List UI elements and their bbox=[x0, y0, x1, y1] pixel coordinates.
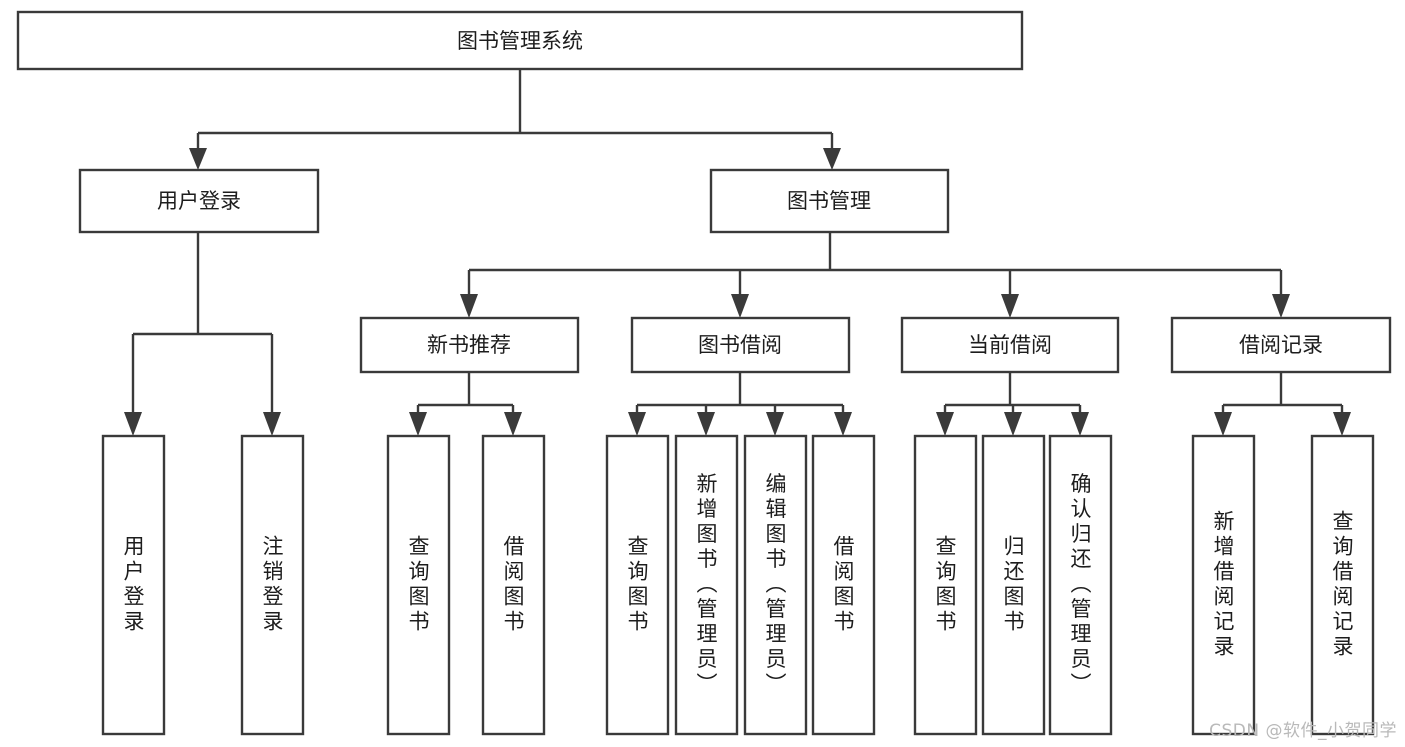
leaf-node-query-book-1-label: 查询图书 bbox=[406, 535, 430, 635]
arrow-head-leaf-add-record bbox=[1214, 412, 1232, 436]
leaf-node-query-borrow-record[interactable]: 查询借阅记录 bbox=[1310, 434, 1375, 736]
leaf-node-edit-book-admin-box bbox=[743, 434, 808, 736]
arrow-head-new-book-rec bbox=[460, 294, 478, 318]
node-new-book-recommend[interactable]: 新书推荐 bbox=[359, 316, 580, 374]
arrow-head-leaf-borrow-book-1 bbox=[504, 412, 522, 436]
node-new-book-recommend-label: 新书推荐 bbox=[427, 333, 511, 357]
connector-layer bbox=[124, 69, 1351, 436]
leaf-node-add-borrow-record-box bbox=[1191, 434, 1256, 736]
leaf-node-query-book-3-label: 查询图书 bbox=[933, 535, 957, 635]
arrow-head-book-mgmt bbox=[823, 148, 841, 170]
leaf-node-add-book-admin-label: 新增图书（管理员） bbox=[694, 473, 718, 698]
leaf-node-query-book-1-box bbox=[386, 434, 451, 736]
leaf-node-user-login[interactable]: 用户登录 bbox=[101, 434, 166, 736]
arrow-head-borrow-record bbox=[1272, 294, 1290, 318]
node-book-management[interactable]: 图书管理 bbox=[709, 168, 950, 234]
arrow-head-user-login bbox=[189, 148, 207, 170]
leaf-node-query-book-3[interactable]: 查询图书 bbox=[913, 434, 978, 736]
node-current-borrow-box bbox=[900, 316, 1120, 374]
leaf-node-add-borrow-record-label: 新增借阅记录 bbox=[1211, 510, 1235, 660]
arrow-head-book-borrow bbox=[731, 294, 749, 318]
node-borrow-record-box bbox=[1170, 316, 1392, 374]
csdn-watermark: CSDN @软件_小贺同学 bbox=[1209, 721, 1397, 741]
node-user-login-label: 用户登录 bbox=[157, 189, 241, 213]
leaf-node-logout-label: 注销登录 bbox=[260, 535, 284, 635]
arrow-head-leaf-query-record bbox=[1333, 412, 1351, 436]
node-borrow-record-label: 借阅记录 bbox=[1239, 333, 1323, 357]
node-root-label: 图书管理系统 bbox=[457, 29, 583, 53]
leaf-node-query-book-2[interactable]: 查询图书 bbox=[605, 434, 670, 736]
node-book-borrow[interactable]: 图书借阅 bbox=[630, 316, 851, 374]
leaf-node-logout-box bbox=[240, 434, 305, 736]
arrow-head-leaf-add-book bbox=[697, 412, 715, 436]
leaf-node-query-book-2-box bbox=[605, 434, 670, 736]
arrow-head-leaf-logout bbox=[263, 412, 281, 436]
leaf-node-borrow-book-2[interactable]: 借阅图书 bbox=[811, 434, 876, 736]
leaf-node-edit-book-admin[interactable]: 编辑图书（管理员） bbox=[743, 434, 808, 736]
node-book-borrow-box bbox=[630, 316, 851, 374]
leaf-node-edit-book-admin-label: 编辑图书（管理员） bbox=[763, 473, 787, 698]
leaf-node-logout[interactable]: 注销登录 bbox=[240, 434, 305, 736]
leaf-node-borrow-book-1-box bbox=[481, 434, 546, 736]
leaf-node-return-book[interactable]: 归还图书 bbox=[981, 434, 1046, 736]
node-current-borrow[interactable]: 当前借阅 bbox=[900, 316, 1120, 374]
leaf-node-confirm-return-admin-box bbox=[1048, 434, 1113, 736]
leaf-node-borrow-book-2-label: 借阅图书 bbox=[831, 535, 855, 635]
arrow-head-current-borrow bbox=[1001, 294, 1019, 318]
leaf-node-query-borrow-record-box bbox=[1310, 434, 1375, 736]
node-borrow-record[interactable]: 借阅记录 bbox=[1170, 316, 1392, 374]
leaf-node-query-book-1[interactable]: 查询图书 bbox=[386, 434, 451, 736]
node-current-borrow-label: 当前借阅 bbox=[968, 333, 1052, 357]
arrow-head-leaf-borrow-book-2 bbox=[834, 412, 852, 436]
node-book-management-label: 图书管理 bbox=[787, 189, 871, 213]
leaf-node-borrow-book-1-label: 借阅图书 bbox=[501, 535, 525, 635]
arrow-head-leaf-confirm-return bbox=[1071, 412, 1089, 436]
node-root-system[interactable]: 图书管理系统 bbox=[16, 10, 1024, 71]
node-user-login-box bbox=[78, 168, 320, 234]
leaf-node-query-borrow-record-label: 查询借阅记录 bbox=[1330, 510, 1354, 660]
leaf-node-query-book-3-box bbox=[913, 434, 978, 736]
arrow-head-leaf-edit-book bbox=[766, 412, 784, 436]
leaf-node-query-book-2-label: 查询图书 bbox=[625, 535, 649, 635]
node-root-box bbox=[16, 10, 1024, 71]
arrow-head-leaf-query-book-1 bbox=[409, 412, 427, 436]
arrow-head-leaf-query-book-2 bbox=[628, 412, 646, 436]
leaf-node-borrow-book-2-box bbox=[811, 434, 876, 736]
node-book-borrow-label: 图书借阅 bbox=[698, 333, 782, 357]
leaf-node-return-book-label: 归还图书 bbox=[1001, 535, 1025, 635]
leaf-node-add-book-admin[interactable]: 新增图书（管理员） bbox=[674, 434, 739, 736]
leaf-node-add-borrow-record[interactable]: 新增借阅记录 bbox=[1191, 434, 1256, 736]
node-new-book-recommend-box bbox=[359, 316, 580, 374]
arrow-head-leaf-return-book bbox=[1004, 412, 1022, 436]
leaf-node-confirm-return-admin[interactable]: 确认归还（管理员） bbox=[1048, 434, 1113, 736]
arrow-head-leaf-user-login bbox=[124, 412, 142, 436]
node-user-login[interactable]: 用户登录 bbox=[78, 168, 320, 234]
leaf-node-confirm-return-admin-label: 确认归还（管理员） bbox=[1068, 473, 1092, 698]
leaf-node-return-book-box bbox=[981, 434, 1046, 736]
leaf-node-user-login-box bbox=[101, 434, 166, 736]
node-book-management-box bbox=[709, 168, 950, 234]
leaf-node-borrow-book-1[interactable]: 借阅图书 bbox=[481, 434, 546, 736]
arrow-head-leaf-query-book-3 bbox=[936, 412, 954, 436]
leaf-node-add-book-admin-box bbox=[674, 434, 739, 736]
leaf-node-user-login-label: 用户登录 bbox=[121, 535, 145, 635]
